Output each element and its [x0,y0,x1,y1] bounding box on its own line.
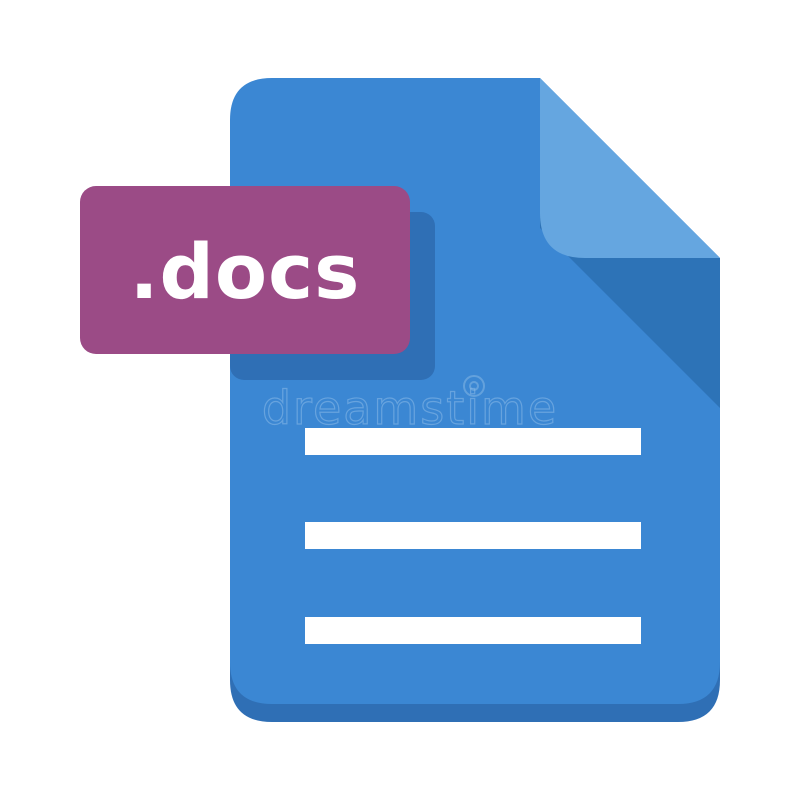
extension-label-tag [80,186,410,354]
extension-label-text: .docs [130,227,361,316]
text-line-2 [305,522,641,549]
text-line-1 [305,428,641,455]
text-line-3 [305,617,641,644]
watermark-logo-icon [463,375,485,397]
watermark-text: dreamstime [262,381,558,435]
folded-corner [540,78,720,258]
